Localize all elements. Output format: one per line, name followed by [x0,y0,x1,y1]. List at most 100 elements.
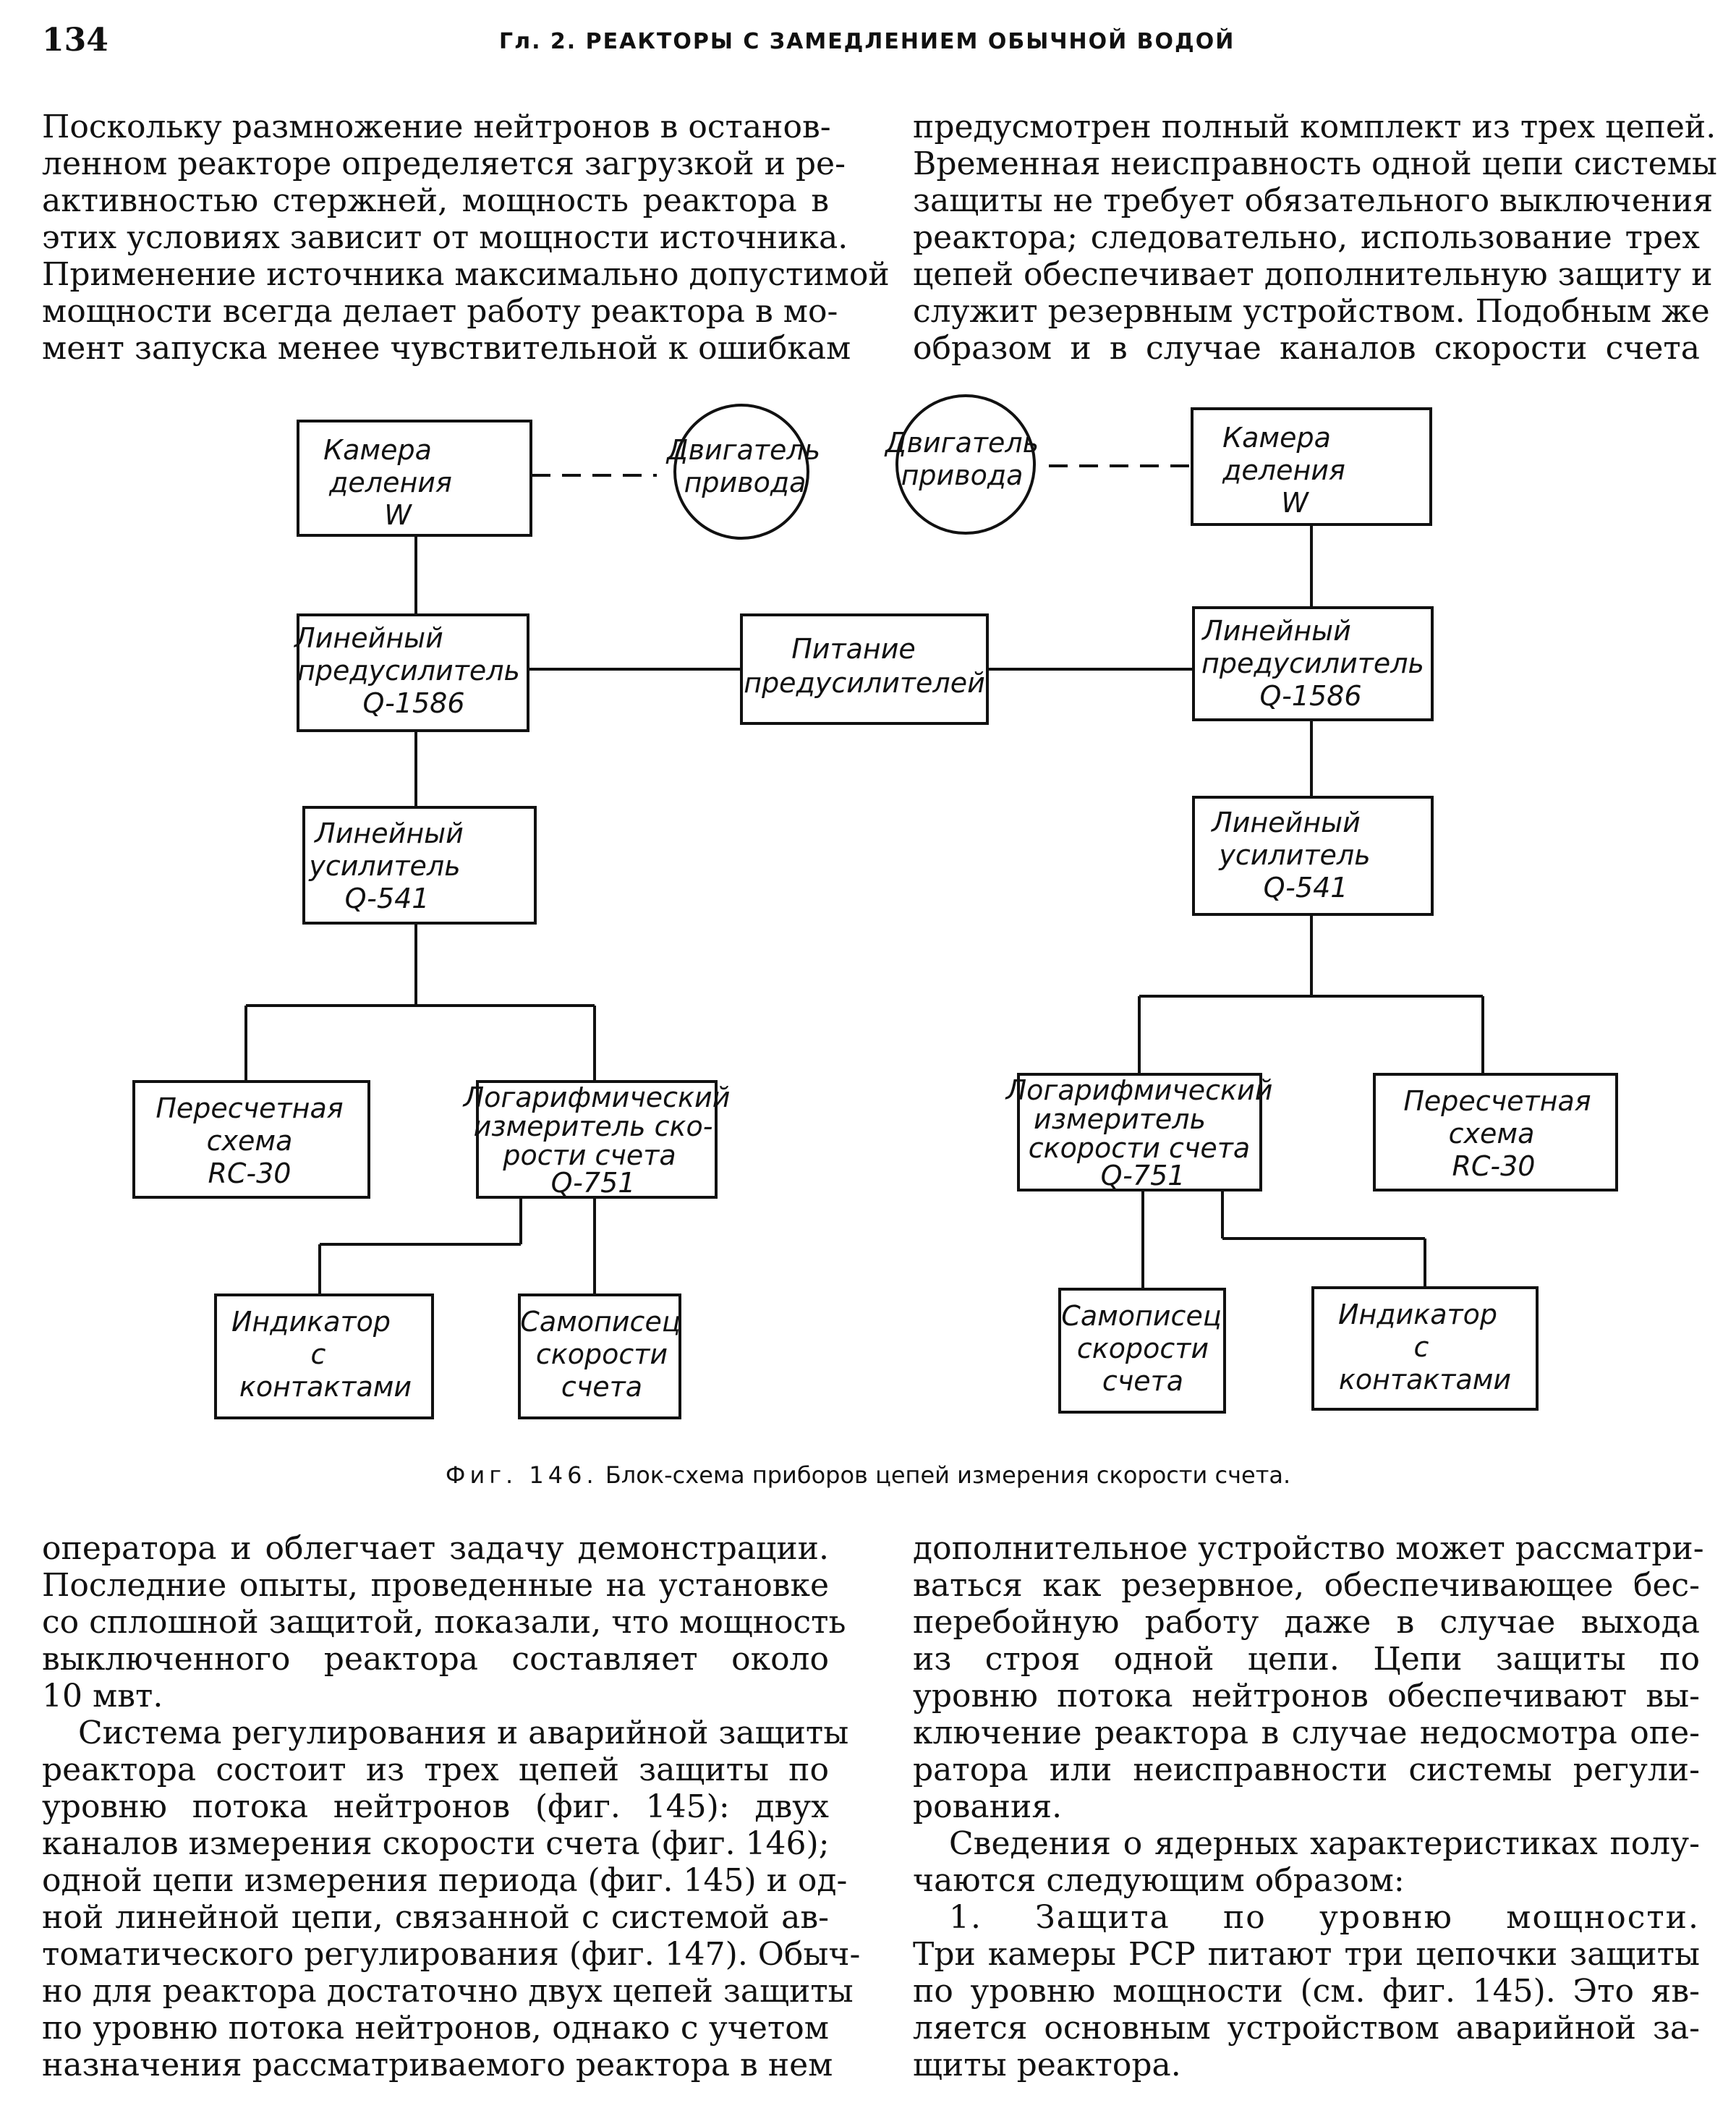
box-label: деления [328,467,452,498]
text-line: назначения рассматриваемого реактора в н… [42,2047,833,2083]
text-line: образом и в случае каналов скорости счет… [913,330,1700,367]
text-line: предусмотрен полный комплект из трех цеп… [913,109,1716,145]
text-line: реактора состоит из трех цепей защиты по [42,1751,829,1788]
left-fission-chamber-box: Камера деления W [297,420,532,537]
section-heading-line: 1. Защита по уровню мощности. [949,1899,1700,1936]
left-wires [244,474,657,1295]
bottom-right-column: дополнительное устройство может рассматр… [913,1530,1704,2083]
text-line: со сплошной защитой, показали, что мощно… [42,1604,846,1641]
text-line: ленном реакторе определяется загрузкой и… [42,145,846,182]
box-label: Пересчетная [156,1092,343,1124]
box-label: скорости счета [1029,1132,1250,1164]
text-line: Сведения о ядерных характеристиках полу- [949,1825,1700,1862]
text-line: по уровню потока нейтронов, однако с уче… [42,2010,829,2047]
right-wires [1049,464,1484,1289]
right-indicator-box: Индикатор с контактами [1311,1286,1539,1411]
text-line: одной цепи измерения периода (фиг. 145) … [42,1862,848,1899]
left-log-meter-box: Логарифмический измеритель ско- рости сч… [462,1080,731,1199]
box-label: Логарифмический [1005,1074,1273,1106]
text-line: ключение реактора в случае недосмотра оп… [913,1715,1700,1751]
left-indicator-box: Индикатор с контактами [214,1293,434,1419]
left-preamp-box: Линейный предусилитель Q-1586 [293,613,529,732]
circle-label: Двигатель [665,434,820,466]
box-label: схема [207,1125,293,1157]
text-line: 10 мвт. [42,1678,163,1715]
figure-caption: Фиг. 146. Блок-схема приборов цепей изме… [0,1461,1736,1489]
box-label: счета [1102,1365,1183,1397]
box-label: предусилитель [297,655,520,687]
box-label: скорости [536,1338,668,1370]
text-line: служит резервным устройством. Подобным ж… [913,293,1710,330]
right-recorder-box: Самописец скорости счета [1058,1288,1226,1414]
text-line: уровню потока нейтронов (фиг. 145): двух [42,1788,829,1825]
box-label: Камера [323,434,432,466]
text-line: из строя одной цепи. Цепи защиты по [913,1641,1700,1678]
text-line: по уровню мощности (см. фиг. 145). Это я… [913,1973,1700,2010]
text-line: реактора; следовательно, использование т… [913,219,1700,256]
top-right-column: предусмотрен полный комплект из трех цеп… [913,109,1717,367]
box-label: Линейный [313,817,464,849]
text-line: дополнительное устройство может рассматр… [913,1530,1704,1567]
text-line: защиты не требует обязательного выключен… [913,182,1714,219]
box-label: Q-751 [551,1167,636,1199]
box-label: контактами [1339,1364,1511,1396]
text-line: Поскольку размножение нейтронов в остано… [42,109,831,145]
box-label: Индикатор [1338,1299,1497,1330]
box-label: Индикатор [231,1306,391,1338]
box-label: Питание [791,633,916,665]
box-label: схема [1449,1118,1535,1150]
text-line: этих условиях зависит от мощности источн… [42,219,848,256]
box-label: контактами [239,1371,412,1403]
box-label: Линейный [1201,615,1351,647]
left-drive-motor-circle: Двигатель привода [665,404,820,540]
box-label: Логарифмический [462,1082,731,1113]
box-label: измеритель [1034,1103,1206,1135]
text-line: Временная неисправность одной цепи систе… [913,145,1717,182]
box-label: Пересчетная [1403,1085,1591,1117]
text-line: Последние опыты, проведенные на установк… [42,1567,829,1604]
right-fission-chamber-box: Камера деления W [1191,407,1432,526]
text-line: ляется основным устройством аварийной за… [913,2010,1700,2047]
box-label: Камера [1222,422,1331,454]
box-label: Q-541 [1264,872,1348,904]
figure-label: Фиг. 146. [445,1461,598,1489]
box-label: с [311,1338,326,1370]
left-recorder-box: Самописец скорости счета [518,1293,681,1419]
box-label: с [1414,1331,1429,1363]
box-label: RC-30 [1452,1150,1535,1182]
text-line: чаются следующим образом: [913,1862,1405,1899]
text-line: цепей обеспечивает дополнительную защиту… [913,256,1713,293]
box-label: предусилитель [1201,647,1424,679]
top-left-column: Поскольку размножение нейтронов в остано… [42,109,890,367]
left-scaler-box: Пересчетная схема RC-30 [132,1080,370,1199]
text-line: мощности всегда делает работу реактора в… [42,293,838,330]
box-label: Линейный [293,622,443,654]
text-line: перебойную работу даже в случае выхода [913,1604,1700,1641]
right-preamp-box: Линейный предусилитель Q-1586 [1192,606,1434,721]
text-line: Три камеры РСР питают три цепочки защиты [913,1936,1700,1973]
circle-label: привода [901,459,1024,491]
box-label: Q-1586 [362,687,464,719]
bottom-left-column: оператора и облегчает задачу демонстраци… [42,1530,861,2083]
text-line: томатического регулирования (фиг. 147). … [42,1936,861,1973]
box-label: предусилителей [744,667,985,699]
text-line: Применение источника максимально допусти… [42,256,890,293]
box-label: Самописец [520,1306,680,1338]
text-line: ратора или неисправности системы регули- [913,1751,1700,1788]
text-line: каналов измерения скорости счета (фиг. 1… [42,1825,830,1862]
box-label: скорости [1077,1333,1209,1364]
text-line: ной линейной цепи, связанной с системой … [42,1899,829,1936]
box-label: Q-751 [1101,1160,1186,1191]
running-title: Гл. 2. РЕАКТОРЫ С ЗАМЕДЛЕНИЕМ ОБЫЧНОЙ ВО… [499,29,1235,54]
right-log-meter-box: Логарифмический измеритель скорости счет… [1005,1073,1273,1191]
box-label: деления [1222,454,1345,486]
box-label: RC-30 [208,1157,291,1189]
circle-label: привода [684,467,807,498]
text-line: мент запуска менее чувствительной к ошиб… [42,330,851,367]
box-label: W [384,499,412,531]
text-line: ваться как резервное, обеспечивающее бес… [913,1567,1700,1604]
box-label: Линейный [1210,807,1361,838]
box-label: измеритель ско- [474,1110,713,1142]
box-label: Q-1586 [1259,680,1361,712]
box-label: усилитель [1218,839,1370,871]
